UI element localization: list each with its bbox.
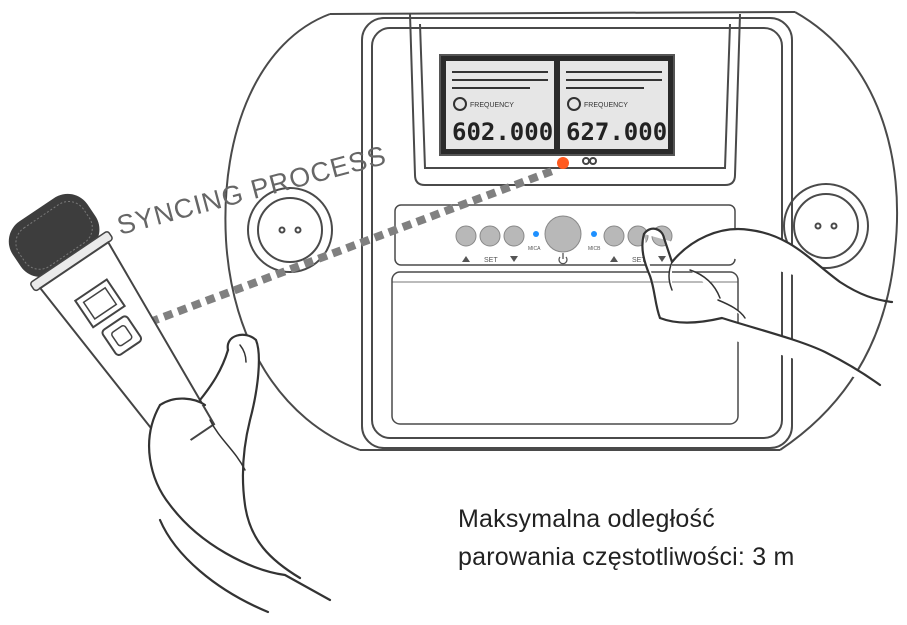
micb-indicator-icon — [591, 231, 597, 237]
lcd-display: FREQUENCY FREQUENCY 602.000 627.000 — [439, 54, 675, 156]
lcd-right-icon — [567, 97, 581, 111]
power-button[interactable] — [544, 215, 582, 253]
power-icon — [558, 253, 568, 265]
left-hand — [148, 333, 332, 614]
lcd-right-freq-caption: FREQUENCY — [584, 102, 628, 109]
central-panel — [361, 17, 793, 449]
right-hand — [641, 227, 894, 387]
right-up-button[interactable] — [603, 225, 625, 247]
right-set-label: SET — [632, 257, 646, 264]
button-labels: SET MICA MICB SET — [462, 246, 666, 264]
lcd-left-frequency: 602.000 — [452, 118, 553, 146]
caption-line-1: Maksymalna odległość — [458, 505, 715, 533]
lcd-right-frequency: 627.000 — [566, 118, 667, 146]
left-down-arrow-icon — [510, 256, 518, 262]
speaker-body — [224, 11, 899, 451]
left-speaker-cup — [247, 187, 333, 273]
lcd-left-icon — [453, 97, 467, 111]
left-up-button[interactable] — [455, 225, 477, 247]
caption: Maksymalna odległość parowania częstotli… — [458, 500, 898, 576]
syncing-process-label: SYNCING PROCESS — [114, 140, 390, 241]
left-set-label: SET — [484, 257, 498, 264]
caption-line-2: parowania częstotliwości: 3 m — [458, 543, 795, 571]
mica-indicator-icon — [533, 231, 539, 237]
left-down-button[interactable] — [503, 225, 525, 247]
control-buttons — [455, 215, 673, 253]
mica-label: MICA — [528, 246, 541, 252]
display-housing — [409, 13, 741, 186]
right-up-arrow-icon — [610, 256, 618, 262]
microphone-icon — [8, 193, 216, 455]
left-up-arrow-icon — [462, 256, 470, 262]
left-set-button[interactable] — [479, 225, 501, 247]
right-down-arrow-icon — [658, 256, 666, 262]
sync-beam — [148, 166, 557, 326]
link-icon — [582, 157, 597, 165]
lcd-left-freq-caption: FREQUENCY — [470, 102, 514, 109]
sync-led-icon — [557, 157, 569, 169]
micb-label: MICB — [588, 246, 601, 252]
right-speaker-cup — [783, 183, 869, 269]
